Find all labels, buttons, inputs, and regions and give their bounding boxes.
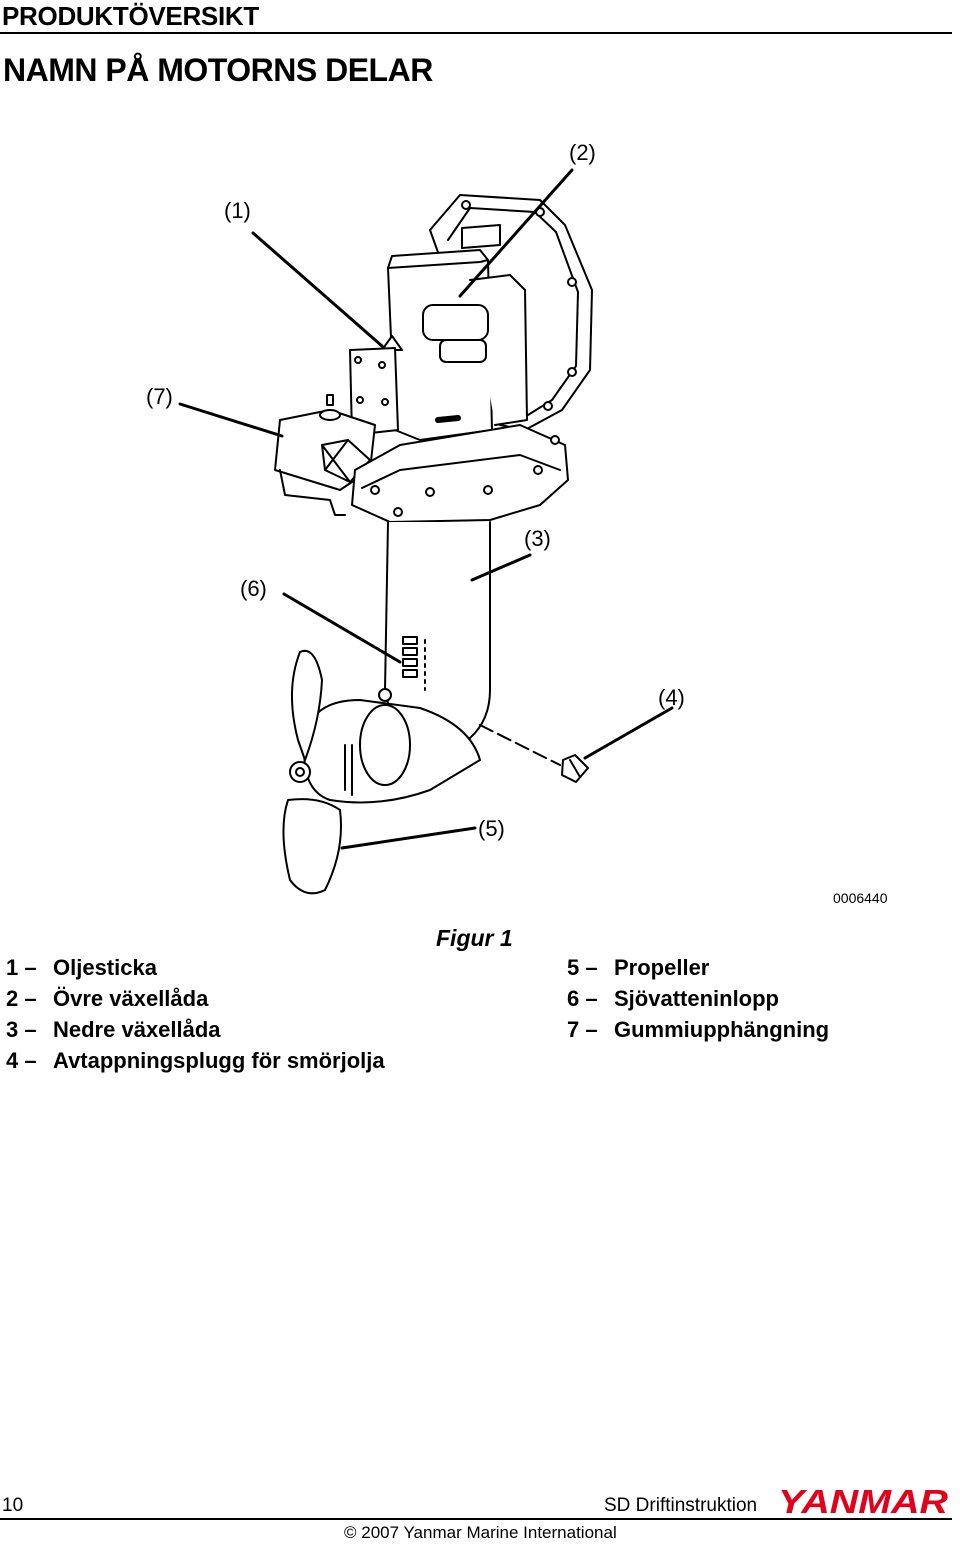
section-title: PRODUKTÖVERSIKT	[2, 1, 259, 31]
legend-item: 2 – Övre växellåda	[6, 983, 385, 1014]
legend-number: 5 –	[567, 955, 598, 980]
callout-7: (7)	[146, 384, 173, 409]
legend-item: 5 – Propeller	[567, 952, 829, 983]
legend-number: 7 –	[567, 1017, 598, 1042]
legend-number: 4 –	[6, 1048, 37, 1073]
legend-item: 4 – Avtappningsplugg för smörjolja	[6, 1045, 385, 1076]
legend-number: 2 –	[6, 986, 37, 1011]
callout-1: (1)	[224, 198, 251, 223]
parts-legend-left: 1 – Oljesticka 2 – Övre växellåda 3 – Nedre…	[6, 952, 385, 1076]
page-title: NAMN PÅ MOTORNS DELAR	[3, 52, 433, 88]
legend-label: Nedre växellåda	[53, 1017, 221, 1042]
legend-item: 1 – Oljesticka	[6, 952, 385, 983]
legend-label: Propeller	[614, 955, 710, 980]
copyright: © 2007 Yanmar Marine International	[344, 1523, 617, 1542]
parts-legend-right: 5 – Propeller 6 – Sjövatteninlopp 7 – Gummi…	[567, 952, 829, 1045]
callout-3: (3)	[524, 526, 551, 551]
section-header: PRODUKTÖVERSIKT	[0, 0, 952, 34]
callout-4: (4)	[658, 685, 685, 710]
callout-2: (2)	[569, 140, 596, 165]
document-title: SD Driftinstruktion	[604, 1495, 758, 1516]
brand-wordmark: YANMAR	[778, 1486, 948, 1516]
legend-item: 3 – Nedre växellåda	[6, 1014, 385, 1045]
legend-label: Övre växellåda	[53, 986, 209, 1011]
legend-number: 1 –	[6, 955, 37, 980]
callout-5: (5)	[478, 816, 505, 841]
legend-number: 3 –	[6, 1017, 37, 1042]
legend-item: 6 – Sjövatteninlopp	[567, 983, 829, 1014]
footer-divider	[0, 1518, 952, 1520]
yanmar-logo: YANMAR	[778, 1486, 948, 1516]
legend-label: Avtappningsplugg för smörjolja	[53, 1048, 385, 1073]
figure-id: 0006440	[833, 890, 888, 906]
figure-caption: Figur 1	[436, 925, 513, 951]
legend-label: Oljesticka	[53, 955, 157, 980]
engine-parts-drawing	[178, 168, 674, 895]
legend-label: Sjövatteninlopp	[614, 986, 779, 1011]
callout-6: (6)	[240, 576, 267, 601]
legend-label: Gummiupphängning	[614, 1017, 830, 1042]
legend-number: 6 –	[567, 986, 598, 1011]
legend-item: 7 – Gummiupphängning	[567, 1014, 829, 1045]
page-number: 10	[2, 1495, 24, 1516]
